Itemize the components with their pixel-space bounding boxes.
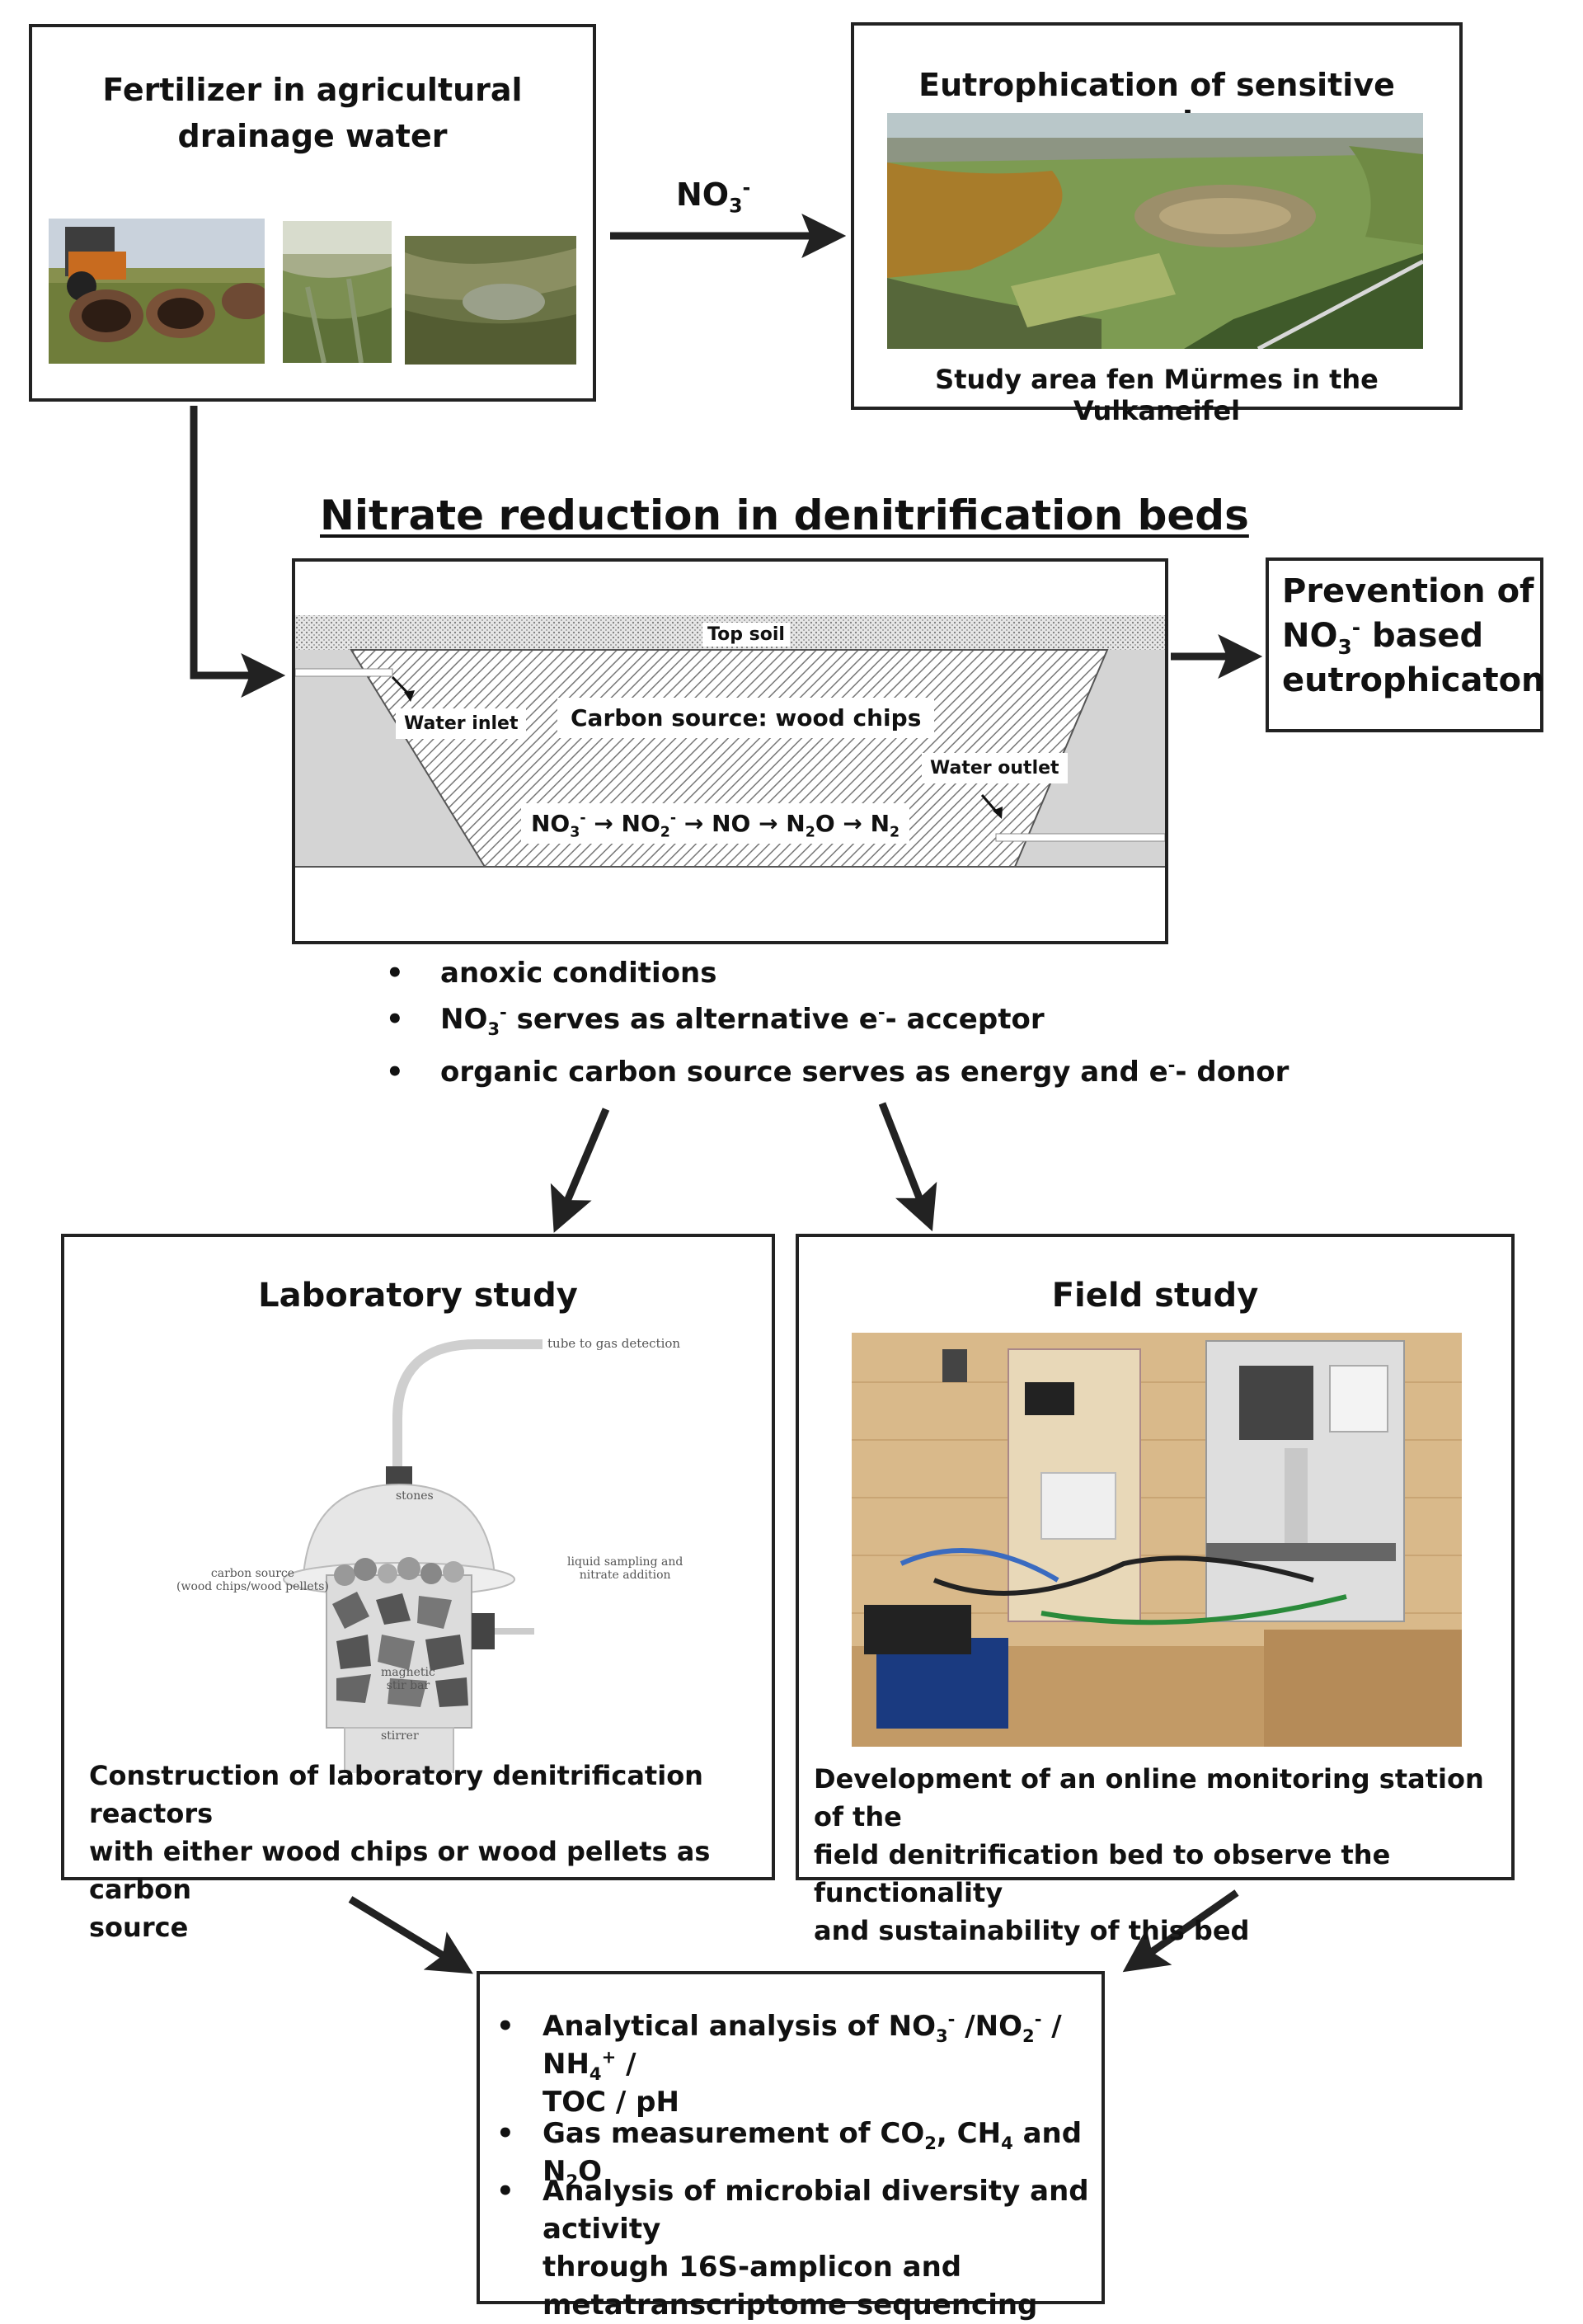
prevention-box: Prevention of NO3- based eutrophicaton [1266,557,1545,732]
reactor-illustration [283,1339,543,1773]
analysis-item-gas: • Gas measurement of CO2, CH4 and N2O [496,2117,1083,2191]
fertilizer-title-line1: Fertilizer in agricultural [102,72,523,108]
arrow-to-lab [550,1108,610,1233]
water-inlet-label: Water inlet [396,708,527,739]
field-study-box: Field study Devel [796,1234,1515,1946]
label-stirrer: stirrer [381,1729,419,1743]
arrow-lab-to-analysis [348,1896,473,1974]
eutrophication-caption: Study area fen Mürmes in the Vulkaneifel [935,364,1379,426]
outlet-pipe [995,833,1165,842]
inlet-pipe [295,668,393,677]
top-soil-label: Top soil [702,623,790,647]
water-outlet-label: Water outlet [922,753,1068,783]
section-title: Nitrate reduction in denitrification bed… [320,492,1249,539]
label-carbon-source: carbon source(wood chips/wood pellets) [176,1567,329,1593]
prevention-line2: NO3- based [1282,615,1484,659]
laboratory-study-box: Laboratory study tube to gas detection s… [61,1234,775,1943]
laboratory-title: Laboratory study [258,1277,578,1315]
denitrification-reaction: NO3- → NO2- → NO → N2O → N2 [521,803,910,844]
carbon-source-label: Carbon source: wood chips [557,698,935,738]
prevention-text: Prevention of NO3- based eutrophicaton [1282,569,1545,703]
arrow-fertilizer-to-bed [190,406,286,698]
condition-anoxic: •anoxic conditions [386,957,717,990]
eutrophication-box: Eutrophication of sensitive ecosystem St… [851,22,1463,426]
fertilizer-title-line2: drainage water [177,118,448,154]
label-tube: tube to gas detection [547,1336,681,1351]
nitrate-arrow-label: NO3- [676,176,751,218]
laboratory-caption: Construction of laboratory denitrificati… [89,1760,711,1943]
fertilizer-box: Fertilizer in agricultural drainage wate… [29,24,596,402]
analysis-item-chemistry: • Analytical analysis of NO3- /NO2- / NH… [496,2008,1062,2119]
prevention-line3: eutrophicaton [1282,661,1545,699]
analysis-box: • Analytical analysis of NO3- /NO2- / NH… [477,1971,1105,2322]
fen-aerial-photo [887,113,1423,349]
fertilizer-title: Fertilizer in agricultural drainage wate… [32,67,593,159]
monitoring-station-photo [852,1333,1462,1747]
analysis-item-microbial: • Analysis of microbial diversity and ac… [496,2175,1089,2322]
prevention-line1: Prevention of [1282,572,1534,610]
condition-donor: •organic carbon source serves as energy … [386,1054,1289,1089]
arrow-to-field [878,1102,937,1232]
grass-field-photo [283,221,392,363]
denitrification-bed-box: Top soil Water inlet Carbon source: wood… [292,558,1168,944]
wet-grass-photo [405,236,576,365]
arrow-field-to-analysis [1122,1889,1239,1973]
tractor-drain-pipes-photo [49,219,265,364]
label-stones: stones [396,1489,434,1503]
field-caption: Development of an online monitoring stat… [814,1763,1484,1946]
condition-acceptor: •NO3- serves as alternative e-- acceptor [386,1001,1045,1039]
field-title: Field study [1051,1277,1259,1315]
